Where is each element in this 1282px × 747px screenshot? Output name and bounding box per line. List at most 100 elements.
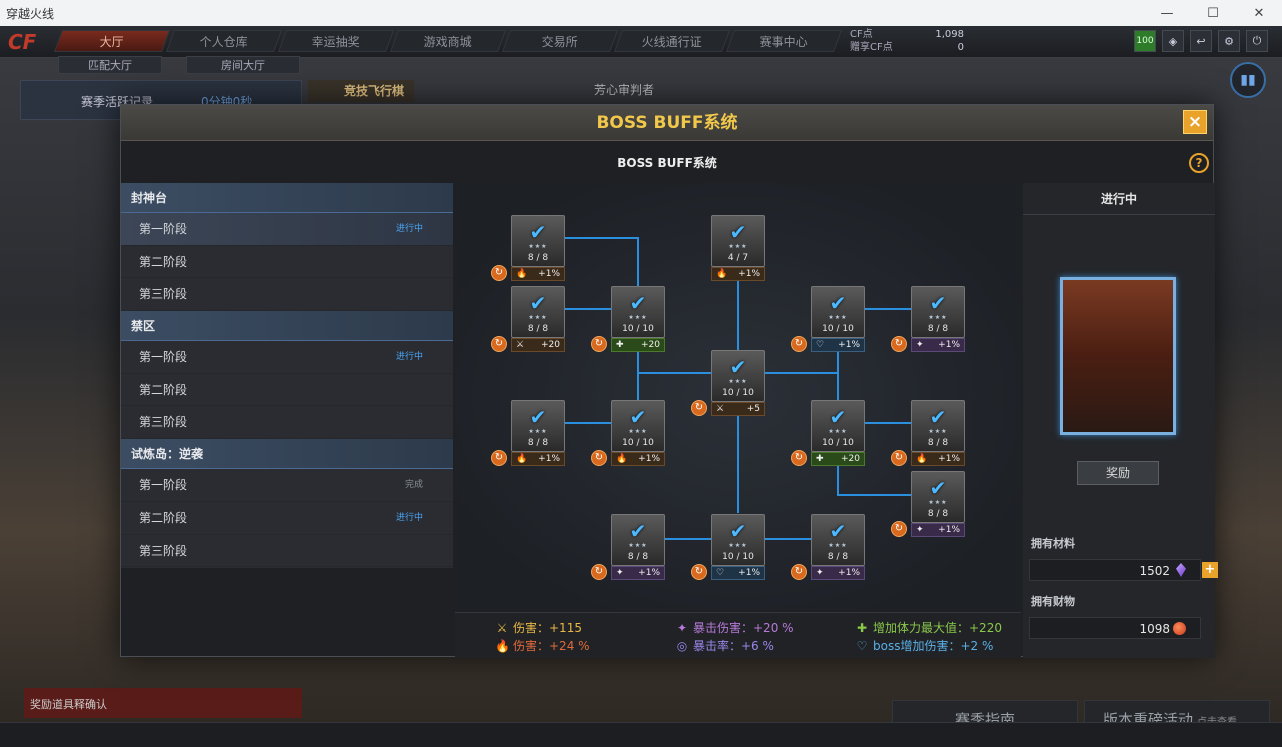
stat-label: 暴击率：+6 % (693, 639, 774, 653)
nav-tab[interactable]: 交易所 (501, 30, 619, 52)
buff-node[interactable]: ✔★★★4 / 7🔥+1% (711, 215, 765, 283)
reset-icon[interactable]: ↻ (491, 265, 507, 281)
stars-icon: ★★★ (928, 314, 948, 321)
material-value: 1502 (1139, 564, 1170, 578)
close-button[interactable]: × (1183, 110, 1207, 134)
reset-icon[interactable]: ↻ (791, 450, 807, 466)
buff-node[interactable]: ✔★★★8 / 8✦+1%↻ (591, 514, 665, 582)
buff-node[interactable]: ✔★★★10 / 10✚+20↻ (791, 400, 865, 468)
stage-row[interactable]: 第三阶段 (121, 406, 453, 440)
reset-icon[interactable]: ↻ (891, 521, 907, 537)
stars-icon: ★★★ (628, 314, 648, 321)
nav-tab[interactable]: 大厅 (53, 30, 171, 52)
level-badge[interactable]: 100 (1134, 30, 1156, 52)
stage-label: 第一阶段 (139, 350, 188, 365)
buff-node[interactable]: ✔★★★8 / 8✦+1%↻ (891, 286, 965, 354)
node-buff: ✦+1% (911, 338, 965, 352)
right-status: 进行中 (1023, 183, 1215, 215)
close-window-icon[interactable]: ✕ (1253, 5, 1265, 21)
judge-text: 芳心审判者 (594, 83, 655, 97)
stage-row[interactable]: 第一阶段进行中 (121, 341, 453, 374)
buff-node[interactable]: ✔★★★8 / 8✦+1%↻ (891, 471, 965, 539)
buff-node[interactable]: ✔★★★10 / 10⚔+5↻ (691, 350, 765, 418)
cf-value: 1,098 (935, 29, 964, 40)
reset-icon[interactable]: ↻ (591, 564, 607, 580)
stage-row[interactable]: 第二阶段 (121, 246, 453, 279)
cf-points-labels: CF点 赠享CF点 (850, 28, 893, 54)
nav-tab-label: 交易所 (541, 35, 578, 49)
wealth-value: 1098 (1139, 622, 1170, 636)
help-icon[interactable]: ? (1189, 153, 1209, 173)
buff-node[interactable]: ✔★★★8 / 8⚔+20↻ (491, 286, 565, 354)
stage-label: 第一阶段 (139, 478, 188, 493)
node-count: 10 / 10 (822, 324, 854, 334)
node-buff: ✚+20 (811, 452, 865, 466)
stage-row[interactable]: 第三阶段 (121, 278, 453, 312)
window-controls: — ☐ ✕ (1144, 0, 1282, 26)
stars-icon: ★★★ (828, 542, 848, 549)
reset-icon[interactable]: ↻ (591, 336, 607, 352)
buff-node[interactable]: ✔★★★10 / 10✚+20↻ (591, 286, 665, 354)
buff-node[interactable]: ✔★★★8 / 8🔥+1%↻ (491, 400, 565, 468)
nav-tab[interactable]: 幸运抽奖 (277, 30, 395, 52)
node-buff: 🔥+1% (611, 452, 665, 466)
nav-tab-label: 幸运抽奖 (311, 35, 360, 49)
subtab-match-lobby[interactable]: 匹配大厅 (58, 56, 162, 74)
stage-group-title[interactable]: 试炼岛：逆袭 (121, 439, 453, 470)
node-count: 4 / 7 (727, 253, 749, 263)
node-buff: 🔥+1% (511, 267, 565, 281)
reset-icon[interactable]: ↻ (891, 336, 907, 352)
buff-node[interactable]: ✔★★★8 / 8🔥+1%↻ (891, 400, 965, 468)
stage-row[interactable]: 第一阶段进行中 (121, 213, 453, 246)
buff-node[interactable]: ✔★★★10 / 10♡+1%↻ (791, 286, 865, 354)
minimize-icon[interactable]: — (1160, 5, 1174, 21)
stage-group-title[interactable]: 禁区 (121, 311, 453, 342)
stars-icon: ★★★ (828, 428, 848, 435)
reset-icon[interactable]: ↻ (491, 336, 507, 352)
return-icon[interactable]: ↩ (1190, 30, 1212, 52)
wealth-box: 1098 (1029, 617, 1201, 639)
reset-icon[interactable]: ↻ (791, 564, 807, 580)
buff-node[interactable]: ✔★★★8 / 8✦+1%↻ (791, 514, 865, 582)
stars-icon: ★★★ (528, 428, 548, 435)
gear-icon[interactable]: ⚙ (1218, 30, 1240, 52)
top-icons: 100 ◈ ↩ ⚙ ⏻ (1134, 30, 1268, 52)
stage-row[interactable]: 第一阶段完成 (121, 469, 453, 502)
buff-tree: ✔★★★8 / 8🔥+1%↻✔★★★4 / 7🔥+1%✔★★★8 / 8⚔+20… (455, 183, 1021, 610)
add-material-button[interactable]: + (1202, 562, 1218, 578)
stat-label: 伤害：+24 % (513, 639, 590, 653)
maximize-icon[interactable]: ☐ (1207, 5, 1219, 21)
bottom-left-notice[interactable]: 奖励道具释确认 (24, 688, 302, 718)
reset-icon[interactable]: ↻ (891, 450, 907, 466)
node-buff: 🔥+1% (511, 452, 565, 466)
stage-row[interactable]: 第二阶段进行中 (121, 502, 453, 535)
reset-icon[interactable]: ↻ (691, 400, 707, 416)
bind-cf-value: 0 (957, 42, 964, 53)
power-icon[interactable]: ⏻ (1246, 30, 1268, 52)
reset-icon[interactable]: ↻ (491, 450, 507, 466)
reset-icon[interactable]: ↻ (691, 564, 707, 580)
bind-cf-label: 赠享CF点 (850, 42, 893, 53)
reset-icon[interactable]: ↻ (591, 450, 607, 466)
node-buff: ✦+1% (911, 523, 965, 537)
nav-tab[interactable]: 个人仓库 (165, 30, 283, 52)
check-icon: ✔ (729, 220, 747, 244)
stage-group-title[interactable]: 封神台 (121, 183, 453, 213)
stars-icon: ★★★ (728, 243, 748, 250)
buff-node[interactable]: ✔★★★10 / 10🔥+1%↻ (591, 400, 665, 468)
subtab-room-lobby[interactable]: 房间大厅 (186, 56, 300, 74)
buff-node[interactable]: ✔★★★10 / 10♡+1%↻ (691, 514, 765, 582)
reward-button[interactable]: 奖励 (1077, 461, 1159, 485)
node-buff-value: +1% (738, 568, 760, 578)
chart-icon[interactable]: ▮▮ (1230, 62, 1266, 98)
stage-row[interactable]: 第二阶段 (121, 374, 453, 407)
stage-label: 第三阶段 (139, 543, 188, 558)
race-badge[interactable]: 竞技飞行棋 (308, 80, 414, 102)
nav-tab[interactable]: 游戏商城 (389, 30, 507, 52)
buff-node[interactable]: ✔★★★8 / 8🔥+1%↻ (491, 215, 565, 283)
reset-icon[interactable]: ↻ (791, 336, 807, 352)
stage-row[interactable]: 第三阶段 (121, 535, 453, 568)
nav-tab[interactable]: 火线通行证 (613, 30, 731, 52)
nav-tab[interactable]: 赛事中心 (725, 30, 843, 52)
shield-icon[interactable]: ◈ (1162, 30, 1184, 52)
